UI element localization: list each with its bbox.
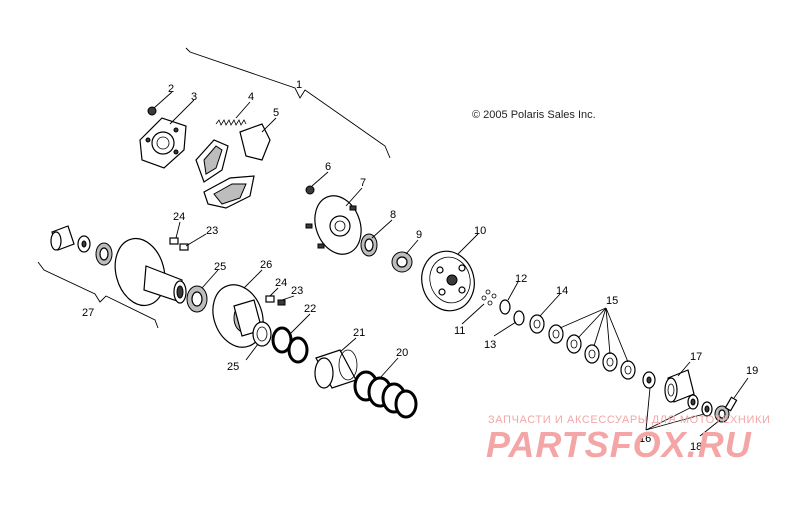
callout-5: 5: [273, 107, 279, 119]
part-24-23-screws-upper: [169, 237, 189, 251]
callout-25-upper: 25: [214, 261, 226, 273]
callout-10: 10: [474, 225, 486, 237]
watermark-tagline: ЗАПЧАСТИ И АКСЕССУАРЫ ДЛЯ МОТОТЕХНИКИ: [488, 414, 771, 426]
part-2-screw: [147, 106, 157, 116]
part-12-ring: [499, 299, 511, 315]
bracket-item-1: [185, 47, 391, 159]
part-9-nut: [391, 251, 413, 273]
callout-6: 6: [325, 161, 331, 173]
callout-3: 3: [191, 91, 197, 103]
part-19-pin: [724, 396, 738, 412]
part-8-bearing: [360, 233, 378, 257]
part-21-sleeve: [314, 349, 358, 389]
part-15-washers: [548, 324, 636, 380]
callout-11: 11: [454, 325, 465, 337]
callout-23-upper: 23: [206, 225, 218, 237]
part-6-bolt: [305, 185, 315, 195]
part-13-ring: [513, 310, 525, 326]
part-10-drum: [421, 250, 475, 312]
callout-26: 26: [260, 259, 272, 271]
callout-23-lower: 23: [291, 285, 303, 297]
part-4-spring: [215, 119, 247, 126]
callout-21: 21: [353, 327, 365, 339]
callout-25-lower: 25: [227, 361, 239, 373]
part-24-23-screws-lower: [265, 295, 286, 306]
part-25-seal-lower: [252, 321, 272, 347]
part-14-washer: [529, 314, 545, 334]
callout-27: 27: [82, 307, 94, 319]
callout-24-upper: 24: [173, 211, 185, 223]
part-18-nut: [714, 405, 730, 423]
callout-numbers: 1 2 3 4 5 6 7 8 9 10 11 12 13 14 15 16 1…: [82, 79, 758, 453]
callout-18: 18: [690, 441, 702, 453]
callout-14: 14: [556, 285, 568, 297]
callout-19: 19: [746, 365, 758, 377]
callout-12: 12: [515, 273, 527, 285]
part-25-seal-upper: [186, 285, 208, 313]
leader-lines: [153, 91, 749, 437]
callout-1: 1: [296, 79, 302, 91]
part-20-spring: [353, 370, 418, 419]
callout-13: 13: [484, 339, 496, 351]
part-22-o-rings: [271, 326, 309, 364]
callout-20: 20: [396, 347, 408, 359]
callout-22: 22: [304, 303, 316, 315]
callout-8: 8: [390, 209, 396, 221]
callout-17: 17: [690, 351, 702, 363]
callout-15: 15: [606, 295, 618, 307]
callout-24-lower: 24: [275, 277, 287, 289]
part-bushing-left: [50, 225, 113, 266]
part-7-hub-plate: [305, 195, 362, 255]
callout-7: 7: [360, 177, 366, 189]
watermark-brand: PARTSFOX.RU: [486, 424, 752, 465]
part-27-sheave: [114, 237, 187, 307]
bracket-item-27: [37, 261, 159, 329]
callout-9: 9: [416, 229, 422, 241]
callout-4: 4: [248, 91, 254, 103]
callout-2: 2: [168, 83, 174, 95]
callout-16: 16: [639, 433, 651, 445]
part-16-washers: [642, 371, 713, 417]
copyright-notice: © 2005 Polaris Sales Inc.: [472, 109, 596, 121]
part-3-plate: [139, 117, 187, 169]
part-5-clutch-shoes: [195, 123, 271, 209]
part-26-sheave: [212, 284, 264, 348]
part-11-ball-retainer: [481, 289, 497, 306]
